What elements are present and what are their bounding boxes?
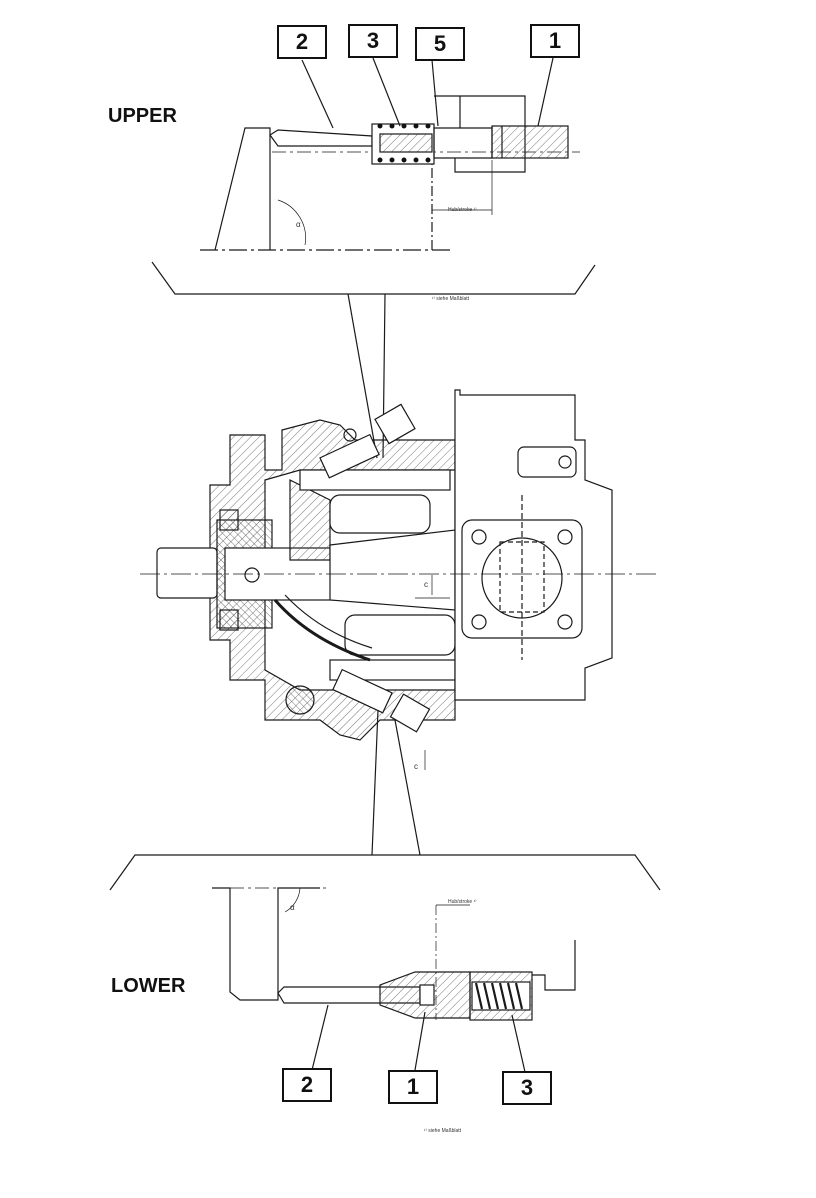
lower-callout-1: 1 xyxy=(388,1070,438,1104)
dim-c-upper: c xyxy=(424,580,428,589)
upper-callout-2: 2 xyxy=(277,25,327,59)
upper-callout-5: 5 xyxy=(415,27,465,61)
upper-callout-3: 3 xyxy=(348,24,398,58)
upper-footnote: ¹⁾ siehe Maßblatt xyxy=(432,296,470,302)
lower-callout-2: 2 xyxy=(282,1068,332,1102)
pump-cross-section xyxy=(140,389,660,770)
lower-footnote: ¹⁾ siehe Maßblatt xyxy=(424,1128,462,1134)
upper-callout-1: 1 xyxy=(530,24,580,58)
lower-callout-3: 3 xyxy=(502,1071,552,1105)
upper-spring xyxy=(377,123,431,163)
lower-section-title: LOWER xyxy=(111,975,186,997)
upper-detail xyxy=(200,57,580,251)
upper-stroke-label: Hub/stroke ¹⁾ xyxy=(448,207,477,213)
lower-angle-label: α xyxy=(290,903,295,912)
upper-funnel xyxy=(151,261,596,295)
lower-funnel xyxy=(109,854,661,891)
upper-angle-label: α xyxy=(296,220,301,229)
dim-c-lower: c xyxy=(414,762,418,771)
lower-stroke-label: Hub/stroke ¹⁾ xyxy=(448,899,477,905)
lower-detail xyxy=(212,887,576,1073)
upper-section-title: UPPER xyxy=(108,105,177,127)
